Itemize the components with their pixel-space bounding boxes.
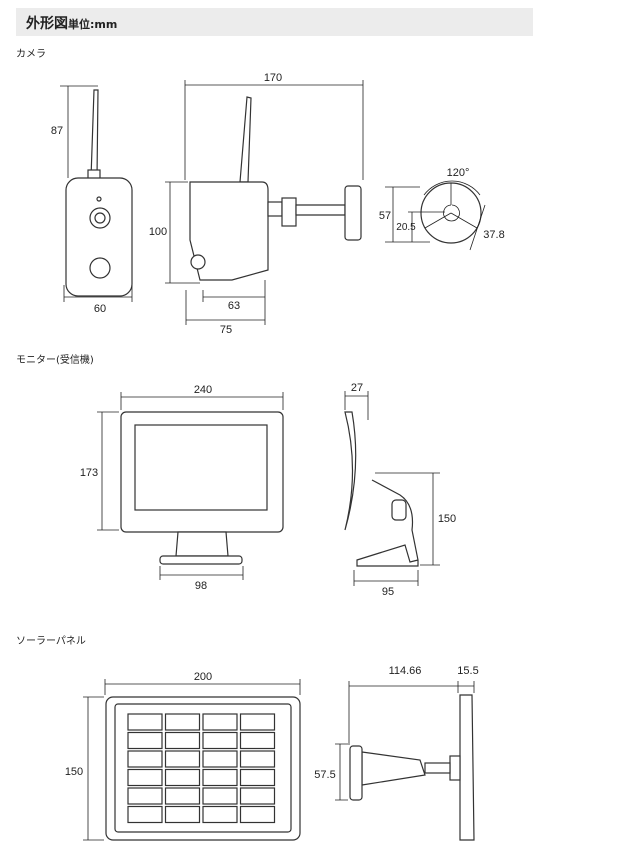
solar-cell: [164, 731, 201, 750]
camera-front-view: 87 60: [51, 85, 133, 315]
solar-cell: [127, 787, 163, 805]
dim-stand-height: 150: [438, 513, 456, 525]
solar-side-view: 114.66 15.5 57.5: [314, 665, 479, 841]
dim-depth-total: 170: [264, 72, 282, 84]
solar-cell: [127, 713, 163, 731]
dim-mount-height: 57: [379, 210, 391, 222]
dim-monitor-width: 240: [194, 384, 212, 396]
solar-cell: [239, 805, 276, 824]
title-text: 外形図: [26, 16, 68, 32]
solar-cell: [239, 768, 276, 787]
solar-cell: [202, 768, 238, 787]
dim-stand-depth: 95: [382, 586, 394, 598]
solar-cell: [202, 750, 238, 768]
solar-cell: [202, 713, 238, 731]
dim-stand-width: 98: [195, 580, 207, 592]
solar-cell: [239, 787, 276, 805]
dim-panel-thickness: 15.5: [457, 665, 478, 677]
solar-cell: [164, 750, 201, 768]
dim-mount-offset: 20.5: [396, 222, 416, 233]
dim-solar-width: 200: [194, 671, 212, 683]
solar-cell: [164, 768, 201, 787]
dim-mount-diameter: 37.8: [483, 229, 504, 241]
dim-mount-angle: 120°: [447, 167, 470, 179]
solar-cell: [127, 805, 163, 824]
camera-side-view: 170 100 63 75: [149, 72, 364, 336]
dim-camera-height: 100: [149, 226, 167, 238]
solar-cell: [202, 731, 238, 750]
solar-cell: [239, 731, 276, 750]
solar-cell: [127, 750, 163, 768]
solar-cell: [164, 805, 201, 824]
solar-cell: [202, 805, 238, 824]
dim-depth-75: 75: [220, 324, 232, 336]
dim-monitor-height: 173: [80, 467, 98, 479]
dim-solar-height: 150: [65, 766, 83, 778]
solar-cell: [164, 713, 201, 731]
dim-monitor-thickness: 27: [351, 382, 363, 394]
solar-cell: [239, 750, 276, 768]
solar-cell: [164, 787, 201, 805]
dim-antenna-height: 87: [51, 125, 63, 137]
page-title: 外形図単位:mm: [26, 13, 117, 33]
monitor-side-view: 27 150 95: [344, 382, 456, 598]
section-monitor: モニター(受信機): [16, 355, 94, 366]
camera-mount-view: 120° 57 20.5 37.8: [379, 167, 505, 251]
monitor-front-view: 240 173 98: [80, 384, 284, 592]
dim-depth-body: 63: [228, 300, 240, 312]
header-bar: 外形図単位:mm: [16, 8, 533, 36]
solar-cell: [127, 768, 163, 787]
solar-cell: [127, 731, 163, 750]
dim-mount-height: 57.5: [314, 769, 335, 781]
solar-cell: [202, 787, 238, 805]
unit-label: 単位:mm: [68, 18, 118, 31]
section-camera: カメラ: [16, 49, 46, 60]
section-solar: ソーラーパネル: [16, 636, 86, 647]
dim-camera-width: 60: [94, 303, 106, 315]
solar-front-view: 200 150: [65, 671, 301, 841]
solar-cell: [239, 713, 276, 731]
dim-arm-length: 114.66: [389, 665, 422, 677]
